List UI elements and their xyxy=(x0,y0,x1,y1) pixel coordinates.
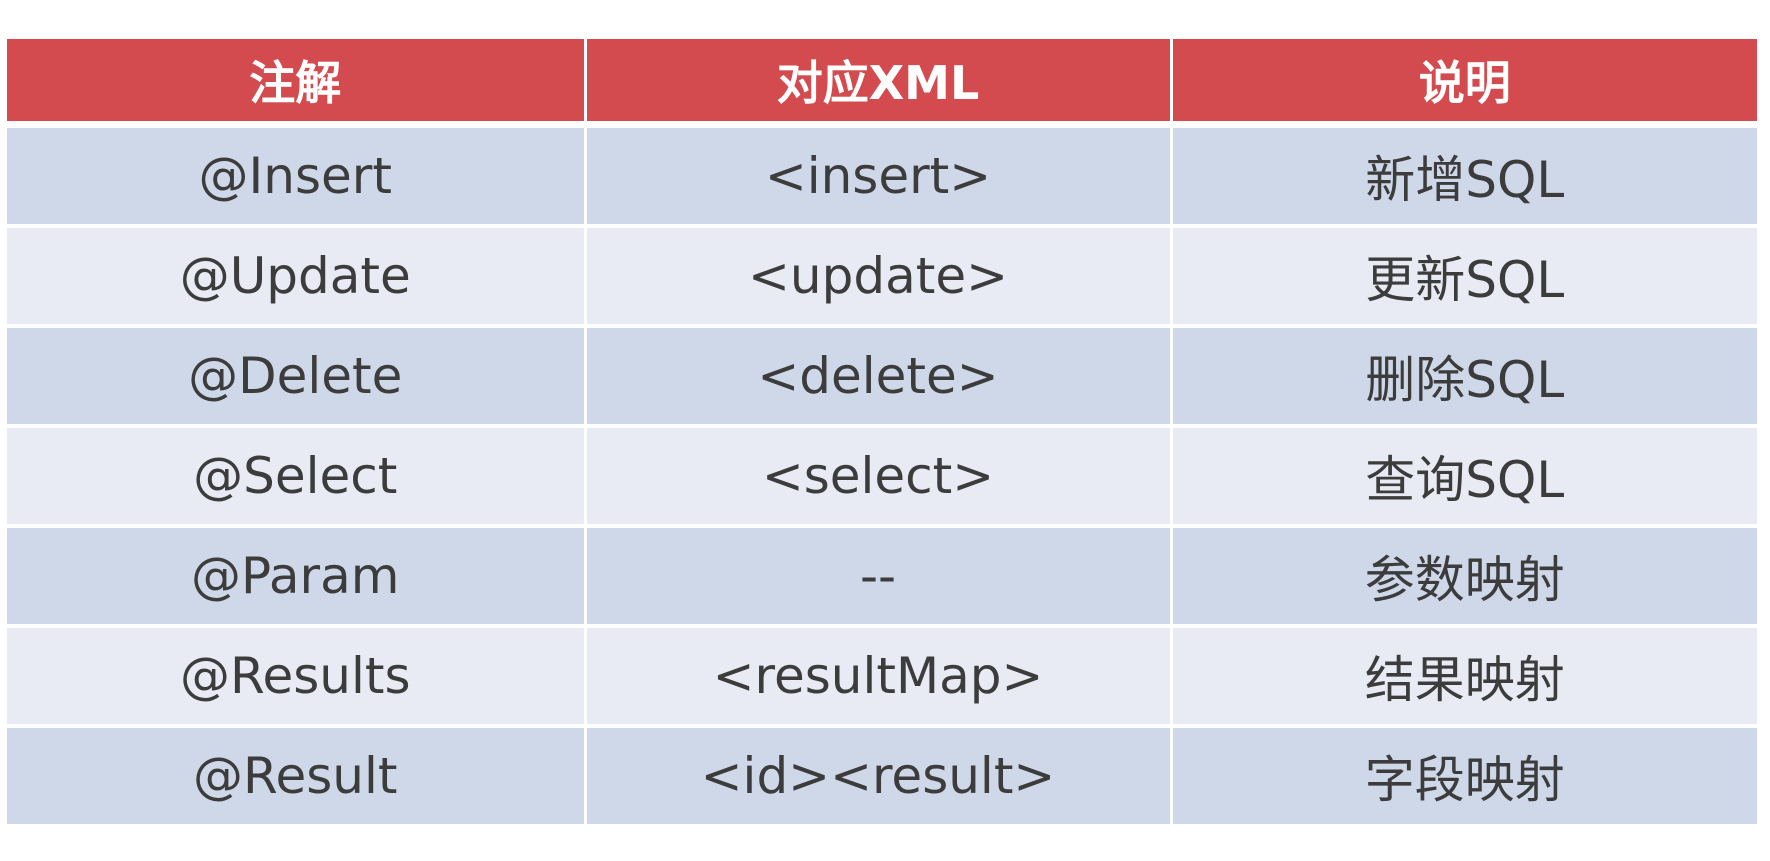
cell-annotation: @Update xyxy=(7,226,587,328)
cell-xml: <resultMap> xyxy=(585,626,1173,728)
cell-annotation: @Delete xyxy=(7,326,587,428)
cell-annotation: @Results xyxy=(7,626,587,728)
annotation-mapping-table: 注解 对应XML 说明 @Insert <insert> 新增SQL @Upda… xyxy=(7,39,1757,828)
cell-xml: -- xyxy=(585,526,1173,628)
header-description: 说明 xyxy=(1171,39,1757,128)
header-annotation: 注解 xyxy=(7,39,587,128)
cell-description: 查询SQL xyxy=(1171,426,1757,528)
annotation-mapping-table-wrapper: 注解 对应XML 说明 @Insert <insert> 新增SQL @Upda… xyxy=(7,39,1757,828)
header-xml: 对应XML xyxy=(585,39,1173,128)
table-row: @Results <resultMap> 结果映射 xyxy=(7,626,1757,728)
table-header-row: 注解 对应XML 说明 xyxy=(7,39,1757,128)
table-row: @Insert <insert> 新增SQL xyxy=(7,124,1757,228)
cell-annotation: @Param xyxy=(7,526,587,628)
cell-description: 更新SQL xyxy=(1171,226,1757,328)
cell-annotation: @Select xyxy=(7,426,587,528)
cell-description: 新增SQL xyxy=(1171,124,1757,228)
cell-description: 结果映射 xyxy=(1171,626,1757,728)
cell-xml: <update> xyxy=(585,226,1173,328)
cell-xml: <select> xyxy=(585,426,1173,528)
cell-xml: <delete> xyxy=(585,326,1173,428)
table-row: @Update <update> 更新SQL xyxy=(7,226,1757,328)
cell-annotation: @Insert xyxy=(7,124,587,228)
table-row: @Result <id><result> 字段映射 xyxy=(7,726,1757,828)
cell-annotation: @Result xyxy=(7,726,587,828)
table-row: @Delete <delete> 删除SQL xyxy=(7,326,1757,428)
table-row: @Select <select> 查询SQL xyxy=(7,426,1757,528)
cell-xml: <id><result> xyxy=(585,726,1173,828)
cell-xml: <insert> xyxy=(585,124,1173,228)
cell-description: 参数映射 xyxy=(1171,526,1757,628)
table-row: @Param -- 参数映射 xyxy=(7,526,1757,628)
cell-description: 删除SQL xyxy=(1171,326,1757,428)
cell-description: 字段映射 xyxy=(1171,726,1757,828)
